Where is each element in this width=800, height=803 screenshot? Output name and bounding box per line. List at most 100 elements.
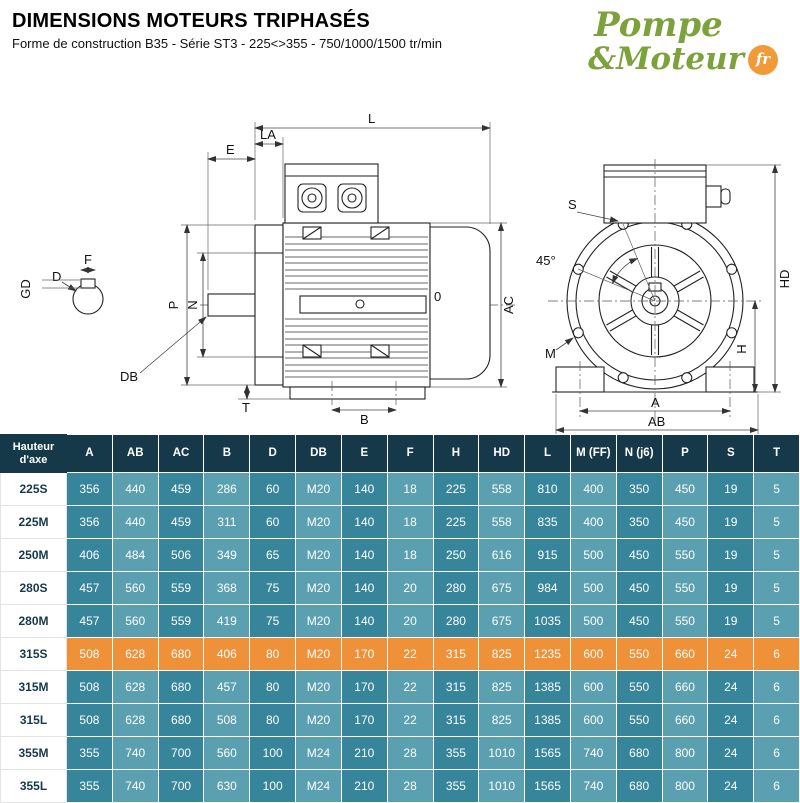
table-cell: 459 (157, 505, 205, 539)
table-cell: 225 (432, 505, 480, 539)
dim-label-ac: AC (501, 296, 516, 314)
table-cell: 550 (661, 571, 709, 605)
dim-label-s: S (568, 197, 577, 212)
table-cell: 250 (432, 538, 480, 572)
table-cell: 680 (157, 670, 205, 704)
col-header: HD (478, 434, 526, 473)
dim-label-gd: GD (18, 279, 33, 299)
table-cell: 740 (569, 736, 617, 770)
logo-word-moteur: &Moteur (588, 41, 744, 77)
table-cell: 450 (615, 538, 663, 572)
table-cell: 20 (386, 604, 434, 638)
table-cell: M20 (295, 538, 342, 572)
table-cell: 18 (386, 538, 434, 572)
dim-label-a: A (651, 395, 660, 410)
table-cell: 500 (569, 604, 617, 638)
table-cell: 140 (340, 571, 388, 605)
table-cell: M20 (295, 703, 342, 737)
col-header: M (FF) (569, 434, 617, 473)
table-cell: 915 (524, 538, 571, 572)
table-cell: M20 (295, 571, 342, 605)
table-cell: 660 (661, 637, 709, 671)
table-cell: 5 (753, 538, 800, 572)
table-cell: 315 (432, 637, 480, 671)
row-label: 250M (0, 538, 67, 572)
row-label: 225M (0, 505, 67, 539)
table-cell: 600 (569, 703, 617, 737)
table-cell: 5 (753, 604, 800, 638)
table-cell: 6 (753, 703, 800, 737)
table-cell: 508 (66, 670, 113, 704)
table-cell: 100 (249, 736, 297, 770)
table-cell: 19 (707, 505, 755, 539)
table-cell: 660 (661, 703, 709, 737)
table-cell: 550 (615, 637, 663, 671)
table-cell: 628 (111, 637, 159, 671)
table-cell: 311 (203, 505, 251, 539)
table-cell: 210 (340, 769, 388, 803)
technical-drawing: F D GD 0 (0, 94, 800, 435)
page-title: DIMENSIONS MOTEURS TRIPHASÉS (12, 10, 370, 32)
foot-side (289, 386, 426, 400)
dim-label-ab: AB (648, 414, 665, 429)
row-label: 225S (0, 472, 67, 506)
table-cell: 984 (524, 571, 571, 605)
end-shield (429, 226, 491, 380)
table-cell: 457 (203, 670, 251, 704)
motor-front-view (548, 159, 764, 427)
dim-label-e: E (226, 142, 235, 157)
table-cell: 440 (111, 472, 159, 506)
table-cell: 170 (340, 670, 388, 704)
table-cell: 1385 (524, 703, 571, 737)
table-cell: M20 (295, 472, 342, 506)
table-cell: 19 (707, 604, 755, 638)
table-cell: 18 (386, 505, 434, 539)
logo[interactable]: Pompe &Moteur fr (588, 8, 778, 75)
dim-label-d: D (52, 269, 61, 284)
table-cell: 75 (249, 604, 297, 638)
table-cell: 550 (661, 538, 709, 572)
row-label: 280S (0, 571, 67, 605)
table-cell: 406 (203, 637, 251, 671)
table-cell: 24 (707, 703, 755, 737)
table-cell: 355 (432, 736, 480, 770)
table-cell: 6 (753, 769, 800, 803)
dim-label-m: M (545, 346, 556, 361)
table-cell: 225 (432, 472, 480, 506)
table-cell: 5 (753, 472, 800, 506)
table-cell: 60 (249, 472, 297, 506)
table-cell: 5 (753, 505, 800, 539)
table-cell: 19 (707, 472, 755, 506)
table-cell: 700 (157, 769, 205, 803)
table-cell: 680 (157, 637, 205, 671)
table-cell: 356 (66, 472, 113, 506)
col-header: H (432, 434, 480, 473)
table-cell: 170 (340, 703, 388, 737)
table-cell: 450 (615, 571, 663, 605)
flange (254, 224, 284, 386)
table-cell: 550 (615, 670, 663, 704)
table-cell: 280 (432, 571, 480, 605)
col-header: S (707, 434, 755, 473)
table-cell: 406 (66, 538, 113, 572)
dim-label-l: L (368, 111, 375, 126)
table-cell: 400 (569, 472, 617, 506)
table-cell: 450 (615, 604, 663, 638)
col-header: B (203, 434, 251, 473)
table-cell: 506 (157, 538, 205, 572)
table-cell: 22 (386, 670, 434, 704)
col-header: DB (295, 434, 342, 473)
row-label: 355L (0, 769, 67, 803)
table-cell: 140 (340, 472, 388, 506)
dim-label-45: 45° (536, 253, 556, 268)
row-label: 280M (0, 604, 67, 638)
